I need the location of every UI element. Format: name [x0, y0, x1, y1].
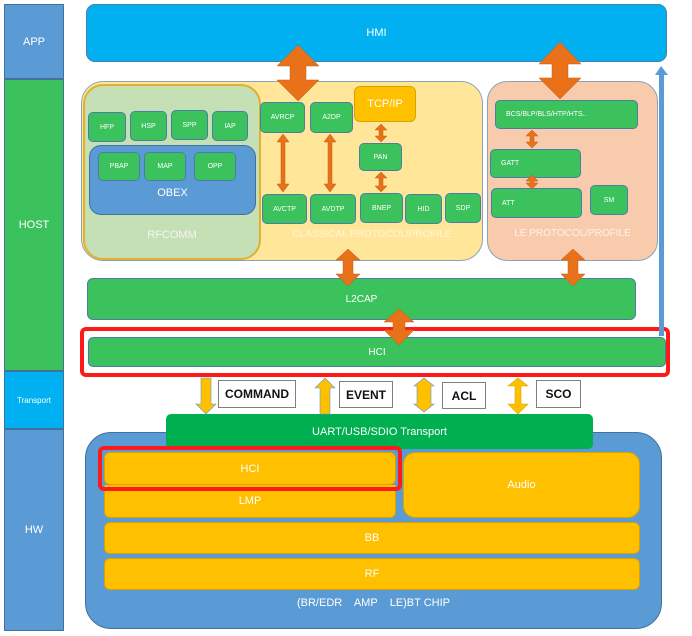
layer-app: APP [4, 4, 64, 79]
arrow-gatt-att [525, 174, 539, 190]
arrow-tcpip-pan [374, 123, 388, 143]
right-blue-arrowhead [655, 66, 668, 75]
l2cap-box: L2CAP [87, 278, 636, 320]
arrow-avrcp-avctp [276, 133, 290, 193]
protocol-bnep: BNEP [360, 193, 403, 223]
transport-bar: UART/USB/SDIO Transport [166, 414, 593, 449]
protocol-avctp: AVCTP [262, 194, 307, 224]
packet-event: EVENT [339, 381, 393, 408]
arrow-le-l2cap [560, 248, 586, 287]
profile-avrcp: AVRCP [260, 102, 305, 133]
chip-hci-highlight [98, 446, 402, 491]
profile-hfp: HFP [88, 112, 126, 142]
protocol-sdp: SDP [445, 193, 481, 223]
layer-transport: Transport [4, 371, 64, 429]
att-label: ATT [502, 199, 515, 207]
profile-a2dp: A2DP [310, 102, 353, 133]
arrow-hmi-le [538, 41, 582, 100]
arrow-hmi-classic [276, 44, 320, 102]
layer-hw: HW [4, 429, 64, 631]
tcpip-box: TCP/IP [354, 86, 416, 122]
profile-pan: PAN [359, 143, 402, 171]
protocol-avdtp: AVDTP [310, 194, 356, 224]
chip-bb-box: BB [104, 522, 640, 554]
arrow-acl-bidir [413, 377, 435, 413]
arrow-event-up [314, 377, 336, 415]
le-protocol-label: LE PROTOCOL/PROFILE [514, 227, 631, 239]
chip-caption: (BR/EDR AMP LE)BT CHIP [296, 597, 451, 609]
hci-host-highlight [80, 327, 670, 377]
arrow-sco-bidir [507, 377, 529, 415]
sm-box: SM [590, 185, 628, 215]
classic-protocol-label: CLASSICAL PROTOCOL/PROFILE [292, 228, 452, 240]
gatt-box: GATT [490, 149, 581, 178]
profile-spp: SPP [171, 110, 208, 140]
arrow-command-down [195, 377, 217, 415]
profile-opp: OPP [194, 152, 236, 181]
chip-audio-box: Audio [403, 452, 640, 518]
packet-sco: SCO [536, 380, 581, 408]
right-blue-line [659, 74, 664, 336]
arrow-a2dp-avdtp [323, 133, 337, 193]
rfcomm-label: RFCOMM [147, 229, 197, 241]
chip-hci-box: HCI [104, 452, 396, 485]
arrow-classic-l2cap [335, 248, 361, 287]
le-profiles-box: BCS/BLP/BLS/HTP/HTS.. [495, 100, 638, 129]
profile-pbap: PBAP [98, 152, 140, 181]
arrow-l2cap-hci [383, 308, 415, 346]
arrow-profiles-gatt [525, 129, 539, 149]
layer-host: HOST [4, 79, 64, 371]
profile-map: MAP [144, 152, 186, 181]
arrow-pan-bnep [374, 171, 388, 193]
chip-rf-box: RF [104, 558, 640, 590]
protocol-hid: HID [405, 194, 442, 224]
le-profiles-label: BCS/BLP/BLS/HTP/HTS.. [506, 111, 587, 118]
hci-host-box: HCI [88, 337, 666, 367]
packet-acl: ACL [442, 382, 486, 409]
profile-iap: IAP [212, 111, 248, 141]
profile-hsp: HSP [130, 111, 167, 141]
packet-command: COMMAND [218, 380, 296, 408]
att-box: ATT [491, 188, 582, 218]
obex-label: OBEX [157, 187, 188, 199]
gatt-label: GATT [501, 160, 520, 167]
